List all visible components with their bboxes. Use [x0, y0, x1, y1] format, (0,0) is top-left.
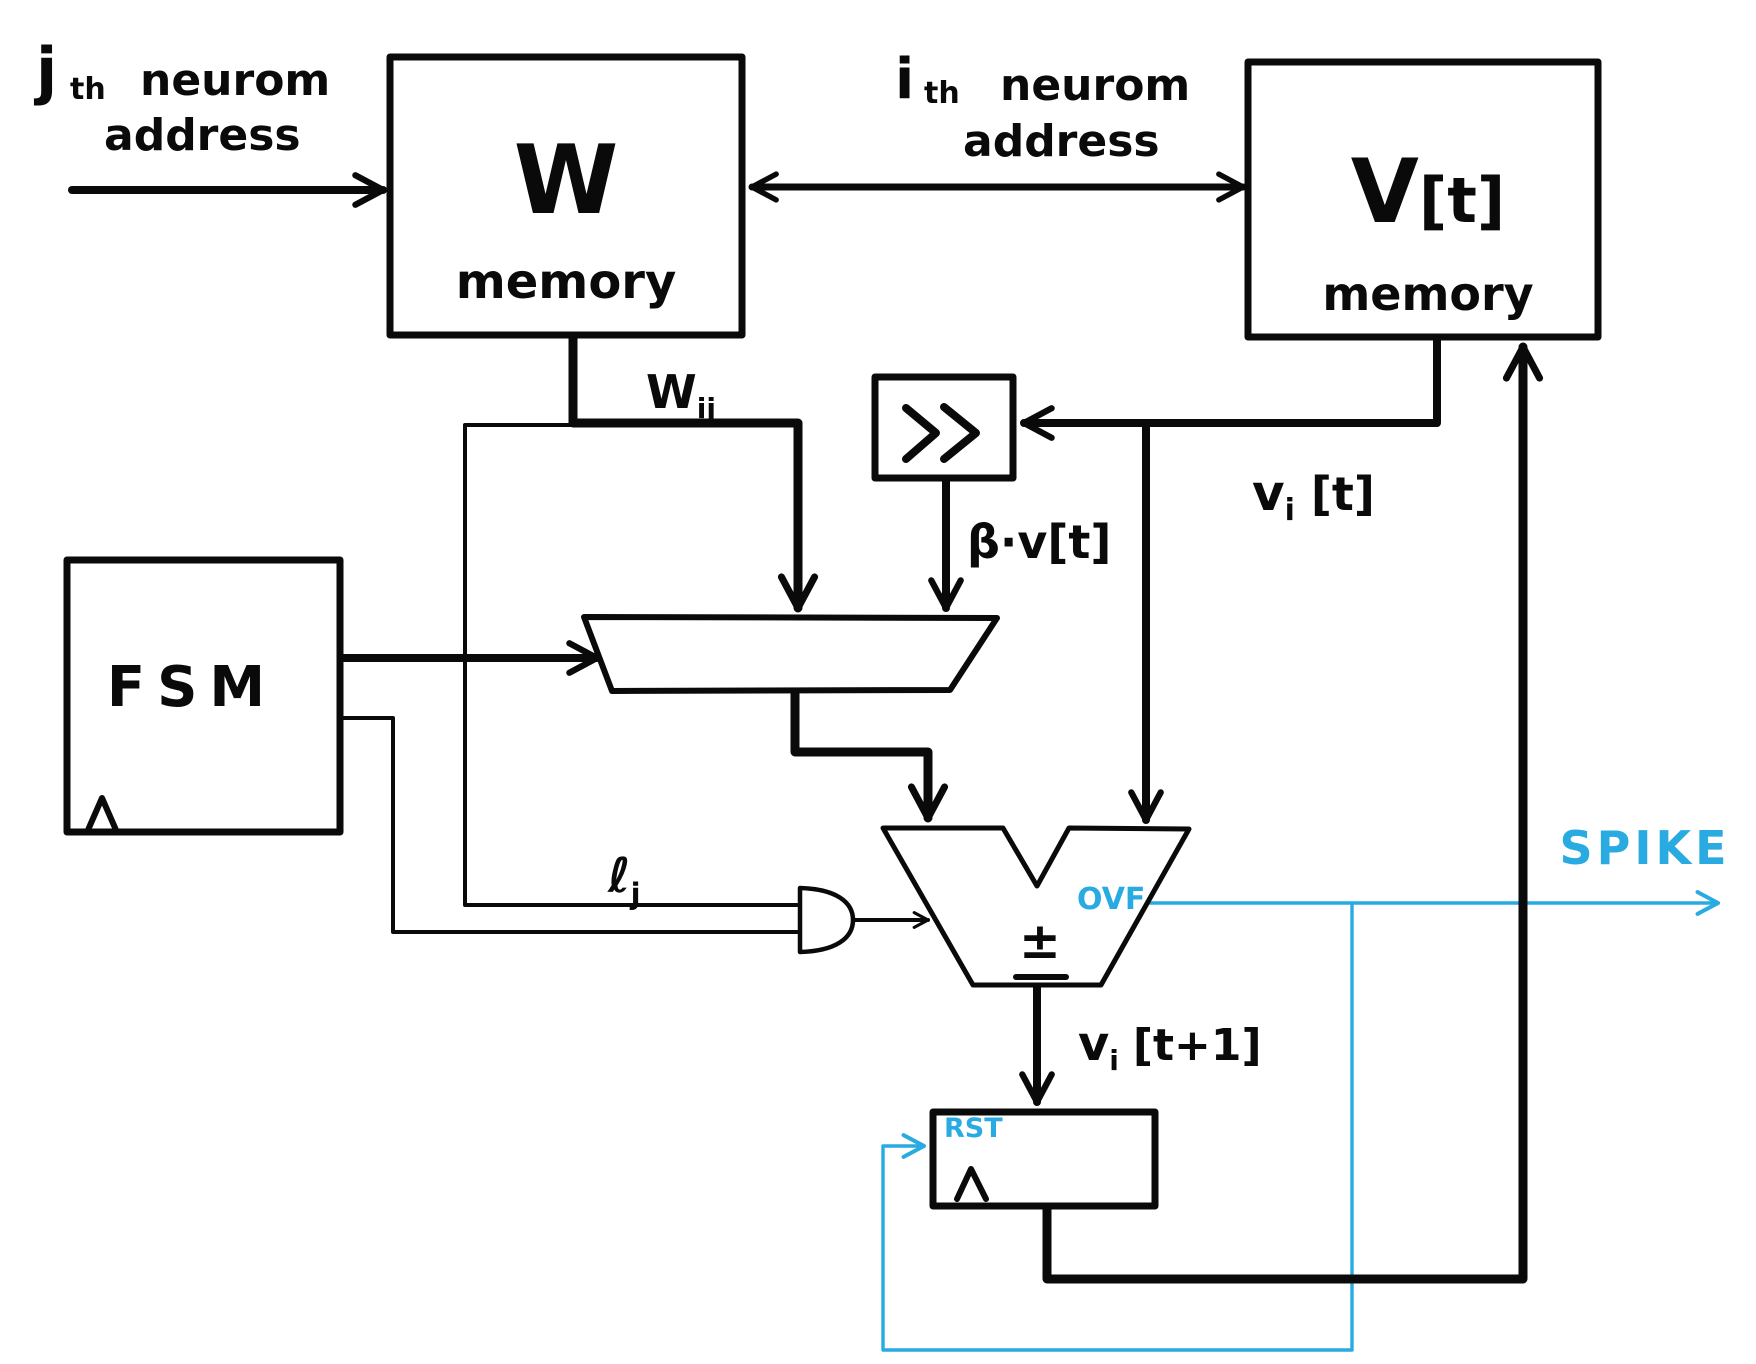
and-gate: [797, 885, 856, 955]
spike-label: SPIKE: [1559, 821, 1730, 875]
i-address-index: i: [895, 47, 914, 112]
ovf-to-register-reset-wire: [881, 901, 1354, 1352]
alu-overflow-label: OVF: [1077, 882, 1145, 917]
i-address-suffix: th: [924, 76, 960, 111]
alu-op-symbol: ±: [1019, 912, 1061, 970]
register-reset-label: RST: [944, 1113, 1003, 1144]
register-block: [929, 1108, 1159, 1210]
v-t-next-label: vi[t+1]: [1078, 1016, 1262, 1077]
v-memory-block: [1244, 58, 1602, 341]
fsm-to-and-wire: [338, 716, 799, 934]
mux-trapezoid: [581, 614, 1000, 694]
fsm-title: FSM: [107, 655, 277, 720]
fsm-block: [63, 556, 344, 836]
i-address-word2: address: [963, 116, 1160, 167]
shift-right-icon: [902, 403, 980, 463]
v-t-label: vi[t]: [1252, 464, 1375, 528]
beta-v-label: β·v[t]: [967, 515, 1111, 569]
weight-wij-label: Wij: [646, 365, 716, 425]
weight-enable-to-and-wire: [463, 423, 799, 907]
v-memory-title: V[t]: [1351, 140, 1505, 243]
w-memory-block: [386, 53, 746, 339]
j-address-index: j: [33, 34, 57, 107]
w-memory-to-mux-wire: [568, 330, 819, 613]
register-to-v-memory-wire: [1042, 342, 1544, 1284]
i-address-label: i th neurom address: [895, 47, 1190, 167]
alu-adder-subtractor: [880, 825, 1192, 988]
j-address-label: j th neurom address: [33, 34, 330, 161]
mux-to-alu-wire: [790, 686, 949, 823]
j-address-word2: address: [104, 110, 301, 161]
ej-label: ℓj: [607, 848, 641, 911]
w-memory-title: W: [514, 126, 619, 236]
j-address-suffix: th: [70, 72, 106, 107]
j-address-word1: neurom: [140, 55, 330, 106]
i-address-word1: neurom: [1000, 60, 1190, 111]
register-clock-icon: [954, 1166, 989, 1202]
v-memory-subtitle: memory: [1322, 267, 1533, 321]
w-memory-subtitle: memory: [456, 254, 677, 310]
fsm-clock-icon: [85, 795, 119, 833]
v-memory-to-shifter-wire: [1020, 333, 1441, 441]
